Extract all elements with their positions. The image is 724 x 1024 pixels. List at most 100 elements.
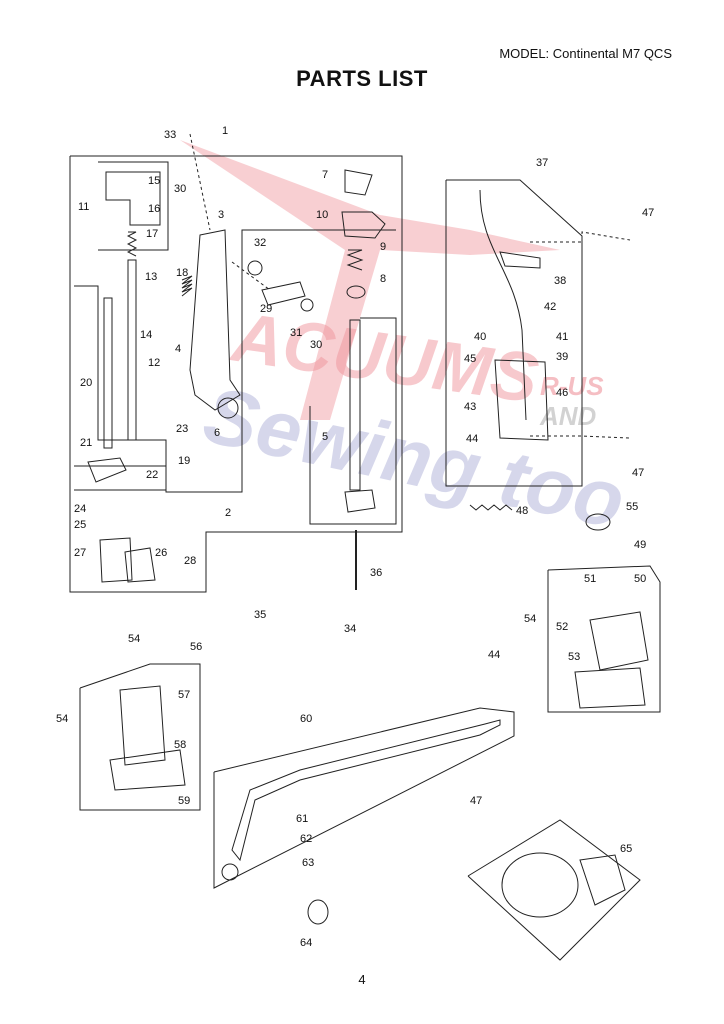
base-53 [574, 667, 646, 709]
callout-61: 61 [296, 813, 308, 825]
holder-10 [341, 211, 386, 239]
callout-8: 8 [380, 273, 386, 285]
callout-51: 51 [584, 573, 596, 585]
callout-16: 16 [148, 203, 160, 215]
lever-21 [87, 457, 127, 483]
pin-29 [261, 281, 306, 306]
bracket-11 [105, 171, 161, 226]
assembly-60-outline [213, 707, 515, 925]
callout-47c: 47 [470, 795, 482, 807]
assembly-49-outline [547, 565, 661, 713]
callout-33: 33 [164, 129, 176, 141]
callout-18: 18 [176, 267, 188, 279]
callout-34: 34 [344, 623, 356, 635]
callout-44b: 44 [488, 649, 500, 661]
spring-18 [181, 275, 193, 297]
callout-25: 25 [74, 519, 86, 531]
callout-50: 50 [634, 573, 646, 585]
callout-32: 32 [254, 237, 266, 249]
plate-57 [119, 685, 166, 766]
callout-40: 40 [474, 331, 486, 343]
callout-12: 12 [148, 357, 160, 369]
callout-39: 39 [556, 351, 568, 363]
part-27 [99, 537, 133, 583]
bar-12 [127, 259, 137, 441]
callout-54c: 54 [56, 713, 68, 725]
callout-19: 19 [178, 455, 190, 467]
callout-15: 15 [148, 175, 160, 187]
callout-1: 1 [222, 125, 228, 137]
clamp-5b [344, 489, 376, 513]
callout-44a: 44 [466, 433, 478, 445]
leader-33 [189, 133, 211, 231]
callout-11: 11 [78, 201, 89, 213]
callout-42: 42 [544, 301, 556, 313]
callout-26: 26 [155, 547, 167, 559]
callout-5: 5 [322, 431, 328, 443]
callout-63: 63 [302, 857, 314, 869]
callout-48: 48 [516, 505, 528, 517]
collar-8 [346, 285, 366, 299]
part-55 [585, 513, 611, 531]
callout-14: 14 [140, 329, 152, 341]
callout-28: 28 [184, 555, 196, 567]
callout-45: 45 [464, 353, 476, 365]
assembly-37-outline [445, 179, 631, 531]
callout-49: 49 [634, 539, 646, 551]
callout-41: 41 [556, 331, 568, 343]
bracket-58 [109, 749, 186, 791]
spring-17 [126, 231, 138, 257]
left-assembly-parts [87, 133, 386, 590]
callout-4: 4 [175, 343, 181, 355]
page-number: 4 [358, 972, 366, 987]
callout-43: 43 [464, 401, 476, 413]
callout-47b: 47 [632, 467, 644, 479]
callout-24: 24 [74, 503, 86, 515]
part-26 [124, 547, 156, 583]
callout-46: 46 [556, 387, 568, 399]
plate-38 [499, 251, 541, 269]
plate-6 [217, 397, 239, 419]
spring-9 [346, 249, 364, 271]
callout-22: 22 [146, 469, 158, 481]
callout-52: 52 [556, 621, 568, 633]
bracket-46 [494, 359, 549, 441]
wire-37 [479, 189, 527, 421]
motor-65 [501, 852, 579, 918]
watermark-line1-suffix: R-US [540, 371, 604, 401]
callout-2: 2 [225, 507, 231, 519]
callout-9: 9 [380, 241, 386, 253]
callout-57: 57 [178, 689, 190, 701]
callout-27: 27 [74, 547, 86, 559]
callout-62: 62 [300, 833, 312, 845]
callout-23: 23 [176, 423, 188, 435]
washer-31 [300, 298, 314, 312]
callout-10: 10 [316, 209, 328, 221]
callout-20: 20 [80, 377, 92, 389]
callout-29: 29 [260, 303, 272, 315]
callout-3: 3 [218, 209, 224, 221]
callout-47a: 47 [642, 207, 654, 219]
callout-53: 53 [568, 651, 580, 663]
callout-54b: 54 [128, 633, 140, 645]
callout-35: 35 [254, 609, 266, 621]
assembly-1-outline [69, 155, 403, 593]
callout-30b: 30 [310, 339, 322, 351]
assembly-56-outline [79, 663, 201, 811]
needle-bar-5 [349, 319, 361, 491]
callout-54a: 54 [524, 613, 536, 625]
callout-labels: 1 2 3 4 5 6 7 8 9 10 11 12 13 14 15 16 1… [56, 125, 654, 949]
switch-65 [579, 854, 626, 906]
callout-59: 59 [178, 795, 190, 807]
callout-37: 37 [536, 157, 548, 169]
model-label: MODEL: Continental M7 QCS [499, 46, 672, 61]
callout-6: 6 [214, 427, 220, 439]
callout-65: 65 [620, 843, 632, 855]
knob-64 [307, 899, 329, 925]
spring-48 [469, 504, 513, 511]
callout-38: 38 [554, 275, 566, 287]
callout-7: 7 [322, 169, 328, 181]
callout-13: 13 [145, 271, 157, 283]
lever-61 [231, 719, 501, 862]
